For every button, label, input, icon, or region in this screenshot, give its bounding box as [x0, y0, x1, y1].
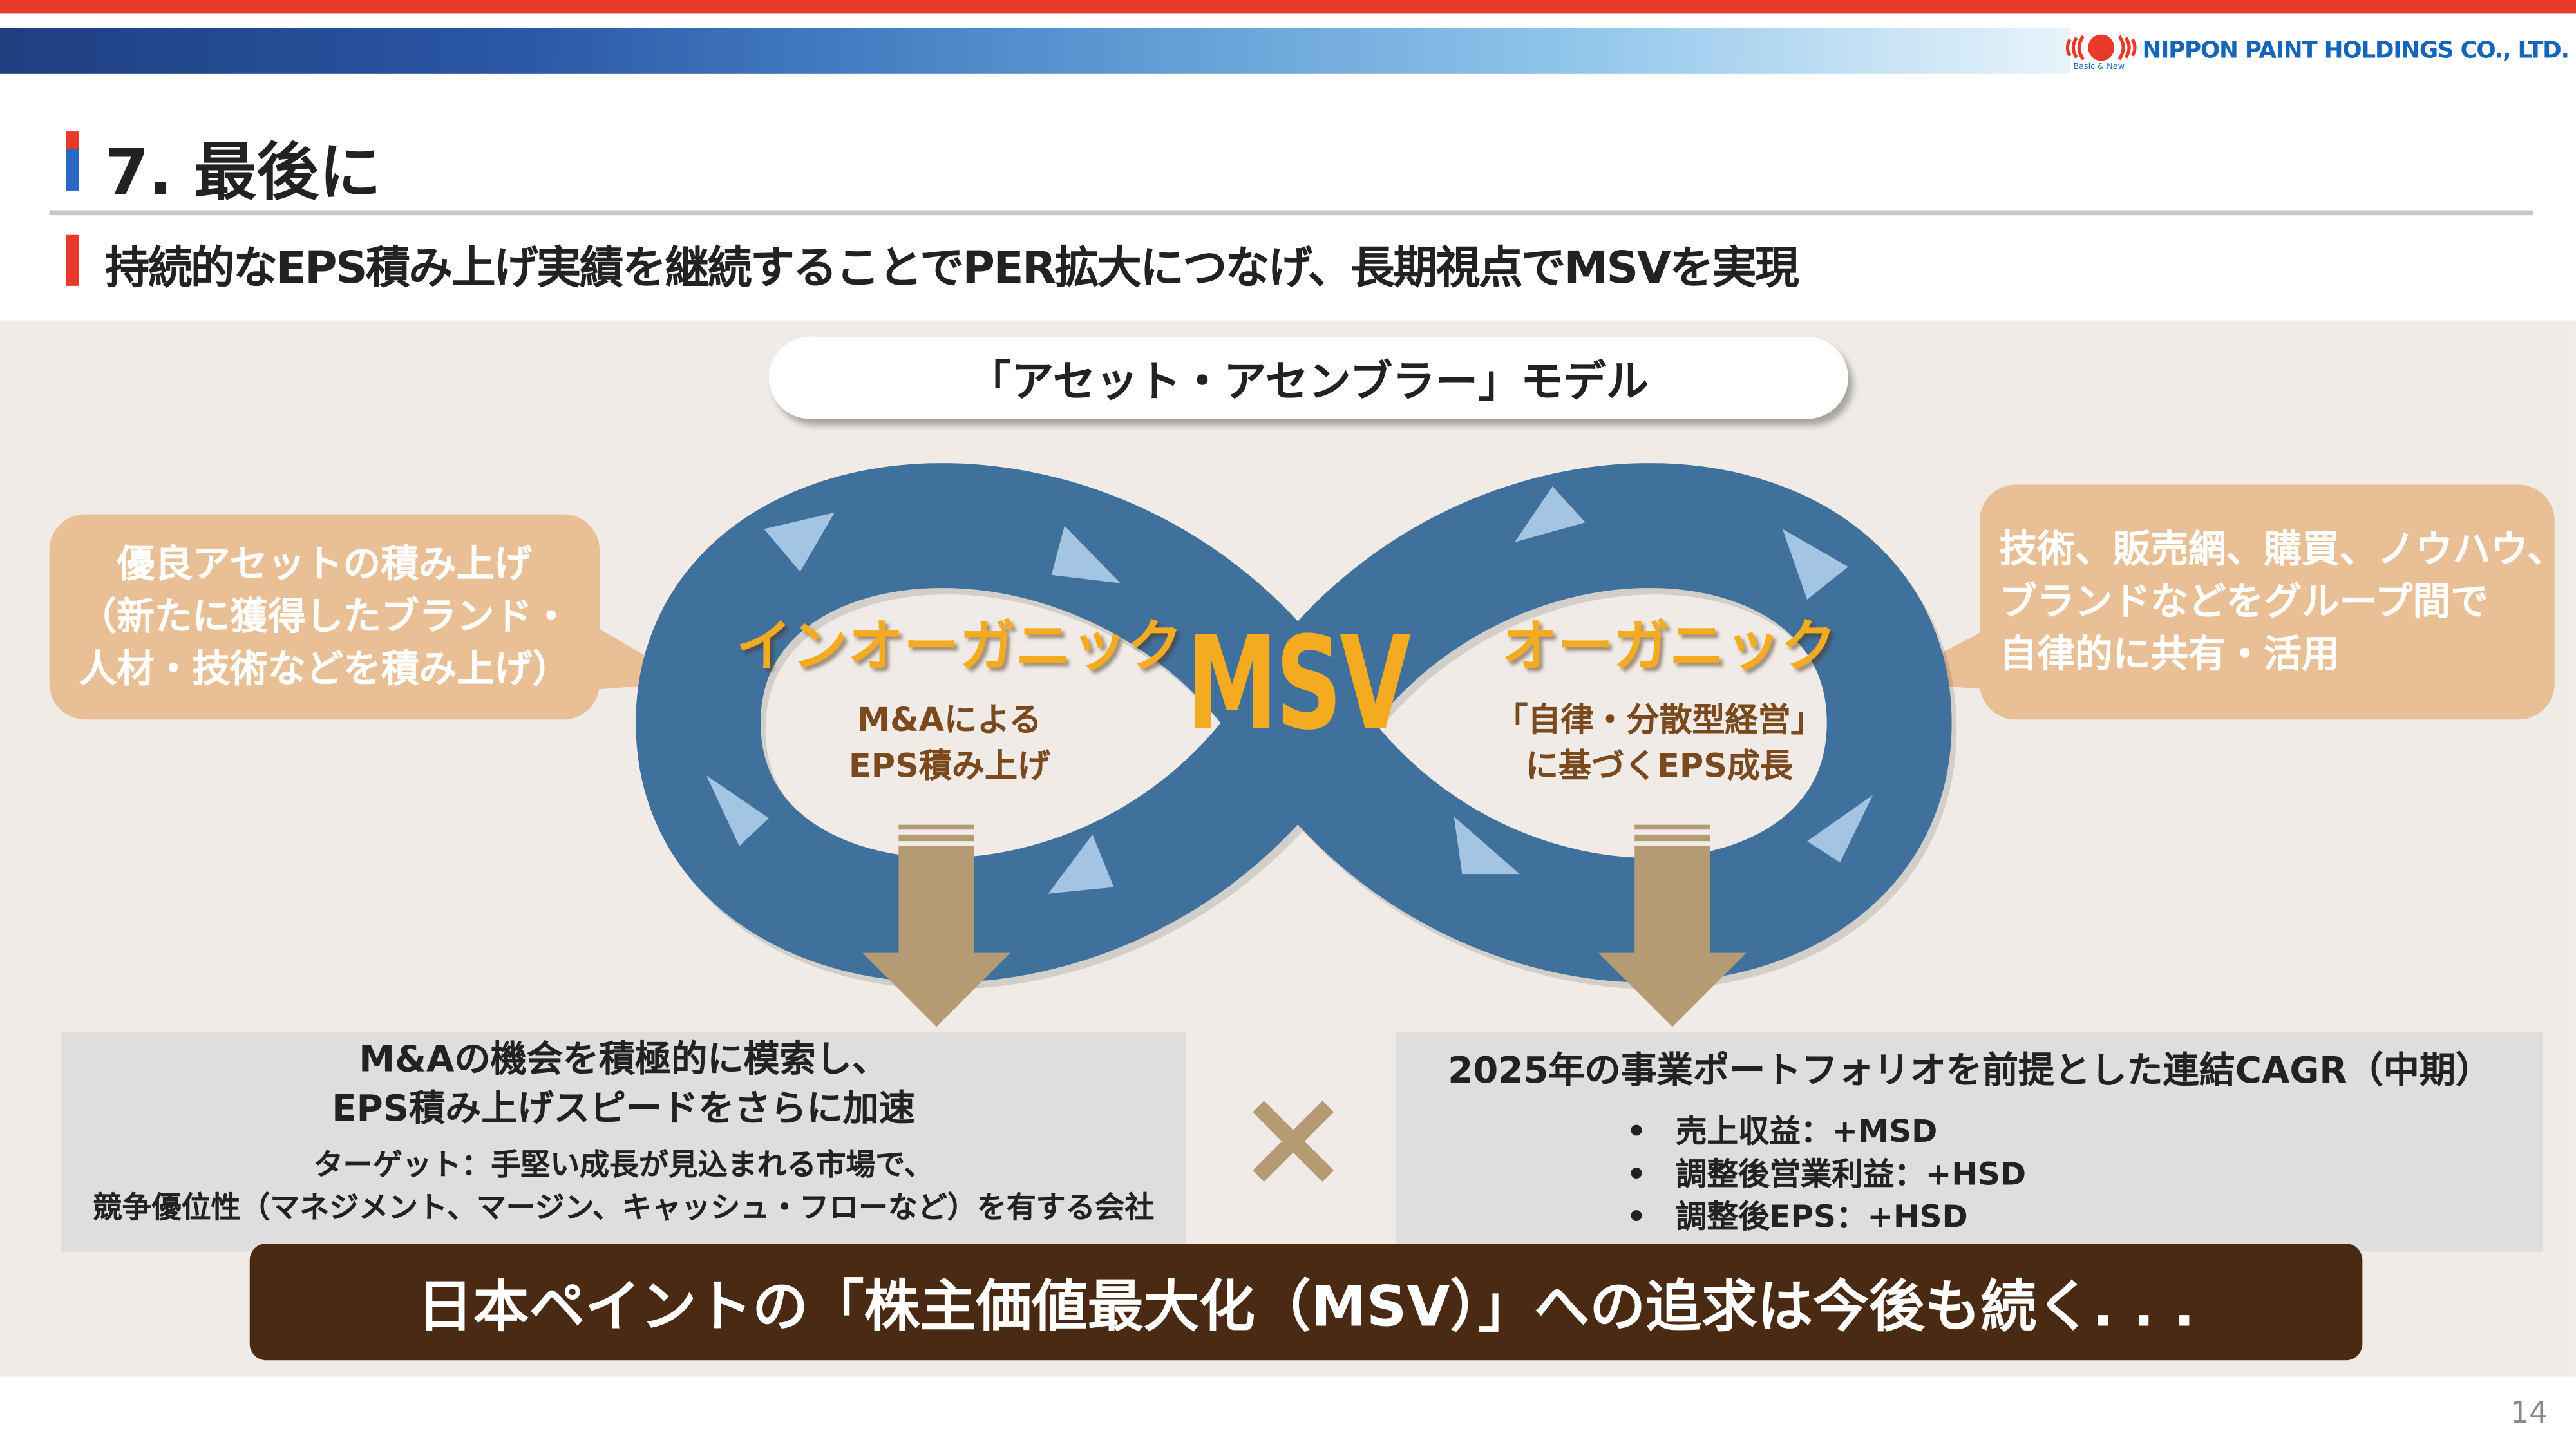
- left-callout: 優良アセットの積み上げ （新たに獲得したブランド・ 人材・技術などを積み上げ）: [49, 514, 600, 720]
- top-red-bar: [0, 0, 2576, 14]
- subtitle-accent-bar: [66, 234, 79, 286]
- organic-description: 「自律・分散型経営」 に基づくEPS成長: [1495, 699, 1824, 786]
- header-gradient-band: [0, 28, 2070, 74]
- down-arrow-right: [1598, 824, 1747, 1027]
- title-accent-bar: [66, 131, 79, 191]
- ma-strategy-box: M&Aの機会を積極的に模索し、 EPS積み上げスピードをさらに加速 ターゲット：…: [61, 1032, 1186, 1252]
- conclusion-banner: 日本ペイントの「株主価値最大化（MSV）」への追求は今後も続く. . .: [249, 1244, 2363, 1361]
- divider: [49, 210, 2533, 216]
- infinity-ring: [636, 463, 1952, 983]
- flow-arrow-triangles: [706, 486, 1873, 894]
- page-title: 7. 最後に: [105, 136, 382, 209]
- logo-mark-icon: [2065, 34, 2137, 61]
- ma-target: ターゲット：手堅い成長が見込まれる市場で、 競争優位性（マネジメント、マージン、…: [92, 1148, 1155, 1226]
- inorganic-label: インオーガニック: [735, 614, 1183, 681]
- cagr-box: 2025年の事業ポートフォリオを前提とした連結CAGR（中期） •売上収益：+M…: [1396, 1032, 2543, 1252]
- list-item: •売上収益：+MSD: [1626, 1113, 1938, 1150]
- inorganic-description: M&Aによる EPS積み上げ: [848, 699, 1051, 786]
- organic-label: オーガニック: [1501, 614, 1837, 681]
- list-item: •調整後EPS：+HSD: [1626, 1199, 1968, 1236]
- page-subtitle: 持続的なEPS積み上げ実績を継続することでPER拡大につなげ、長期視点でMSVを…: [105, 243, 1799, 294]
- list-item: •調整後営業利益：+HSD: [1626, 1156, 2027, 1193]
- cagr-list: •売上収益：+MSD •調整後営業利益：+HSD •調整後EPS：+HSD: [1626, 1110, 2026, 1238]
- right-callout: 技術、販売網、購買、ノウハウ、 ブランドなどをグループ間で 自律的に共有・活用: [1979, 484, 2565, 720]
- down-arrow-left: [862, 824, 1010, 1027]
- msv-center-label: MSV: [1186, 611, 1411, 759]
- ma-heading: M&Aの機会を積極的に模索し、 EPS積み上げスピードをさらに加速: [332, 1039, 915, 1131]
- model-title-pill: 「アセット・アセンブラー」モデル: [768, 336, 1848, 419]
- multiply-icon: ×: [1235, 1056, 1351, 1218]
- page-number: 14: [2510, 1396, 2548, 1431]
- company-logo: Basic & New NIPPON PAINT HOLDINGS CO., L…: [2063, 33, 2570, 82]
